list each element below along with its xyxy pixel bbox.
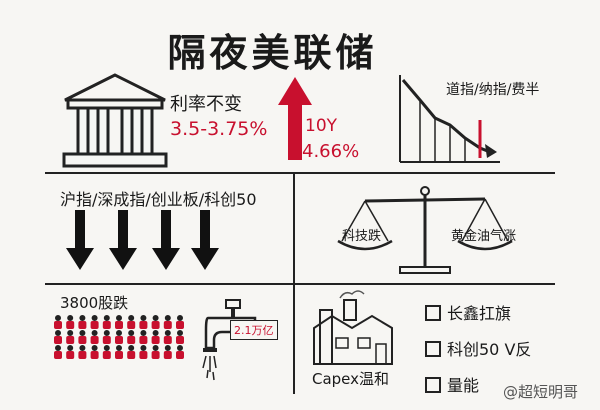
checklist-item-label: 量能 [447,376,480,395]
scale-right-label: 黄金油气涨 [451,229,517,244]
divider-top [45,172,555,174]
faucet-icon [202,299,257,381]
checklist-item[interactable]: 长鑫扛旗 [425,300,531,324]
scale-left-label: 科技跌 [342,229,382,244]
checklist-item-label: 科创50 V反 [447,340,532,359]
cn-indexes-label: 沪指/深成指/创业板/科创50 [60,190,257,209]
yield-value: 4.66% [302,141,360,162]
up-arrow-icon [278,77,312,160]
checkbox-icon[interactable] [425,341,441,357]
rate-label: 利率不变 [170,94,242,115]
rate-value: 3.5-3.75% [170,118,268,140]
factory-label: Capex温和 [312,370,390,388]
checkbox-icon[interactable] [425,305,441,321]
checklist-item-label: 长鑫扛旗 [447,304,512,323]
balance-scale-icon [337,186,513,274]
down-arrows-icon [66,210,219,270]
divider-bottom [45,283,555,285]
decline-label: 3800股跌 [60,294,129,312]
checklist: 长鑫扛旗 科创50 V反 量能 [425,300,531,396]
checklist-item[interactable]: 科创50 V反 [425,336,531,360]
factory-icon [313,290,393,365]
people-crowd-icon [54,315,184,359]
outflow-value: 2.1万亿 [230,320,278,340]
checklist-item[interactable]: 量能 [425,372,531,396]
yield-label: 10Y [305,116,338,136]
us-indexes-label: 道指/纳指/费半 [446,82,540,98]
falling-chart-icon [399,75,500,163]
page-title: 隔夜美联储 [167,31,378,75]
checkbox-icon[interactable] [425,377,441,393]
watermark: @超短明哥 [502,383,578,401]
bank-icon [62,73,168,168]
